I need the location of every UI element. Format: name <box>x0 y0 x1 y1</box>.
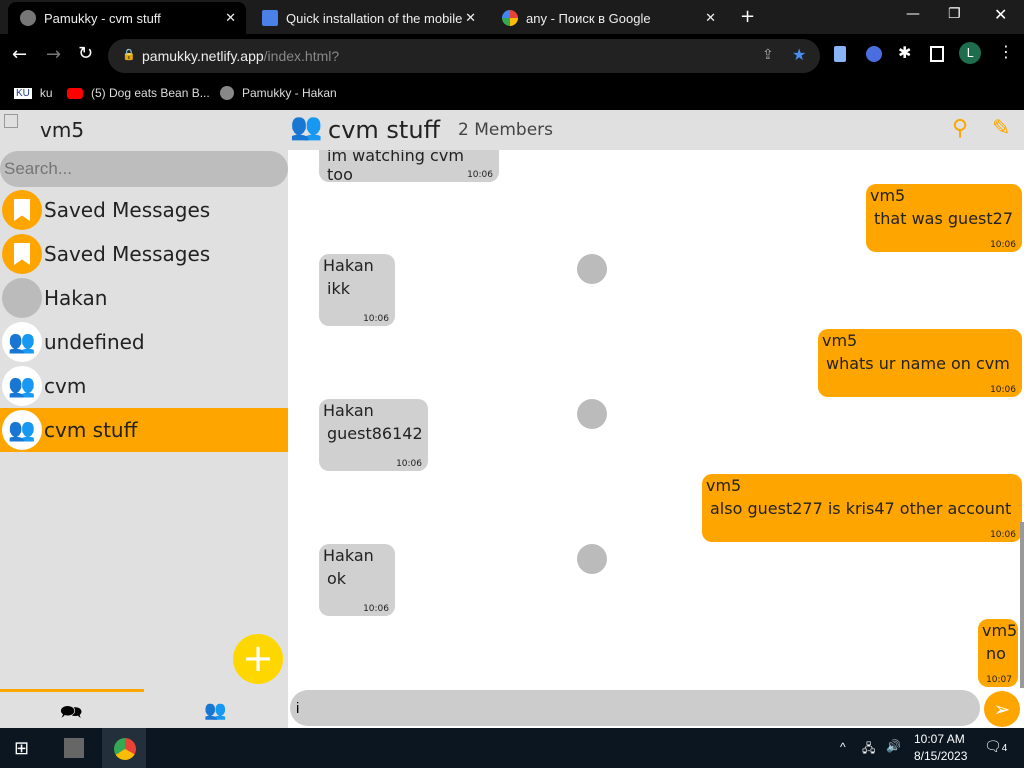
extension-icon[interactable] <box>834 46 846 62</box>
puzzle-icon[interactable]: ✱ <box>898 43 912 62</box>
search-input[interactable] <box>0 151 288 187</box>
avatar <box>577 544 607 574</box>
close-tab-icon[interactable]: ✕ <box>705 10 716 25</box>
active-tab-indicator <box>0 689 144 692</box>
tray-chevron-icon[interactable]: ^ <box>840 740 846 754</box>
google-icon <box>502 10 518 26</box>
member-count: 2 Members <box>458 120 554 140</box>
bookmark-youtube[interactable]: (5) Dog eats Bean B... <box>67 86 210 100</box>
chats-icon: 🗪 <box>60 702 83 723</box>
chrome-taskbar-button[interactable] <box>102 728 146 768</box>
group-icon: 👥 <box>2 366 42 406</box>
bookmark-pamukky[interactable]: Pamukky - Hakan <box>220 86 337 100</box>
close-tab-icon[interactable]: ✕ <box>225 10 236 25</box>
chat-saved-messages[interactable]: Saved Messages <box>0 232 288 276</box>
lock-icon: 🔒 <box>122 49 136 61</box>
avatar <box>577 399 607 429</box>
bookmark-icon <box>2 234 42 274</box>
group-icon: 👥 <box>2 410 42 450</box>
restore-button[interactable]: ❐ <box>948 6 961 22</box>
chat-title: cvm stuff <box>328 116 441 144</box>
user-avatar <box>4 114 18 128</box>
chat-hakan[interactable]: Hakan <box>0 276 288 320</box>
app-icon[interactable] <box>64 738 84 758</box>
chat-undefined[interactable]: 👥undefined <box>0 320 288 364</box>
composer: ➢ <box>288 688 1024 728</box>
tab-google[interactable]: any - Поиск в Google✕ <box>490 2 726 34</box>
clock-date[interactable]: 8/15/2023 <box>914 749 968 763</box>
windows-start-icon[interactable]: ⊞ <box>14 738 30 758</box>
chat-header: 👥 cvm stuff 2 Members ⚲ ✎ <box>288 110 1024 150</box>
username: vm5 <box>40 118 85 142</box>
new-chat-fab[interactable]: + <box>233 634 283 684</box>
youtube-icon <box>67 87 83 99</box>
send-icon: ➢ <box>993 697 1011 721</box>
tab-quick-installation[interactable]: Quick installation of the mobile s✕ <box>250 2 486 34</box>
message-input[interactable] <box>290 690 980 726</box>
search-icon[interactable]: ⚲ <box>952 116 969 141</box>
minimize-button[interactable]: — <box>906 6 920 22</box>
taskbar: ⊞ ^ 🖧 🔊 10:07 AM 8/15/2023 🗨4 <box>0 728 1024 768</box>
back-icon[interactable]: ← <box>12 44 28 65</box>
bookmark-icon <box>2 190 42 230</box>
group-icon: 👥 <box>290 112 323 142</box>
ku-icon: KU <box>14 87 32 99</box>
menu-icon[interactable]: ⋮ <box>998 42 1014 61</box>
doc-icon <box>262 10 278 26</box>
notification-count: 4 <box>1001 743 1008 754</box>
close-window-button[interactable]: ✕ <box>994 5 1008 24</box>
bookmark-star-icon[interactable]: ★ <box>792 47 807 64</box>
notification-icon[interactable]: 🗨4 <box>984 738 1008 754</box>
chat-cvm[interactable]: 👥cvm <box>0 364 288 408</box>
tab-pamukky[interactable]: Pamukky - cvm stuff✕ <box>8 2 246 34</box>
globe-icon <box>20 10 36 26</box>
new-tab-button[interactable]: + <box>740 6 756 27</box>
browser-tab-strip: Pamukky - cvm stuff✕ Quick installation … <box>0 0 1024 34</box>
chrome-icon <box>114 738 136 760</box>
chat-saved-messages[interactable]: Saved Messages <box>0 188 288 232</box>
share-icon[interactable]: ⇪ <box>762 46 774 62</box>
clock-time[interactable]: 10:07 AM <box>914 732 965 746</box>
send-button[interactable]: ➢ <box>984 691 1020 727</box>
avatar <box>2 278 42 318</box>
extension-icon[interactable] <box>866 46 882 62</box>
chat-cvm-stuff[interactable]: 👥cvm stuff <box>0 408 288 452</box>
side-panel-icon[interactable] <box>930 46 944 62</box>
close-tab-icon[interactable]: ✕ <box>465 10 476 25</box>
group-icon: 👥 <box>2 322 42 362</box>
address-bar[interactable]: 🔒 pamukky.netlify.app/index.html? ⇪ ★ <box>108 39 820 73</box>
reload-icon[interactable]: ↻ <box>78 43 94 64</box>
tab-contacts[interactable]: 👥 <box>204 700 226 721</box>
tab-chats[interactable]: 🗪 <box>60 700 82 730</box>
forward-icon[interactable]: → <box>46 44 62 65</box>
contacts-icon: 👥 <box>204 700 227 721</box>
avatar <box>577 254 607 284</box>
profile-avatar[interactable]: L <box>959 42 981 64</box>
volume-icon[interactable]: 🔊 <box>886 739 901 753</box>
scrollbar[interactable] <box>1020 522 1024 688</box>
edit-icon[interactable]: ✎ <box>992 116 1011 141</box>
network-icon[interactable]: 🖧 <box>862 741 876 755</box>
sidebar: vm5 Saved Messages Saved Messages Hakan … <box>0 110 288 728</box>
globe-icon <box>220 86 234 100</box>
